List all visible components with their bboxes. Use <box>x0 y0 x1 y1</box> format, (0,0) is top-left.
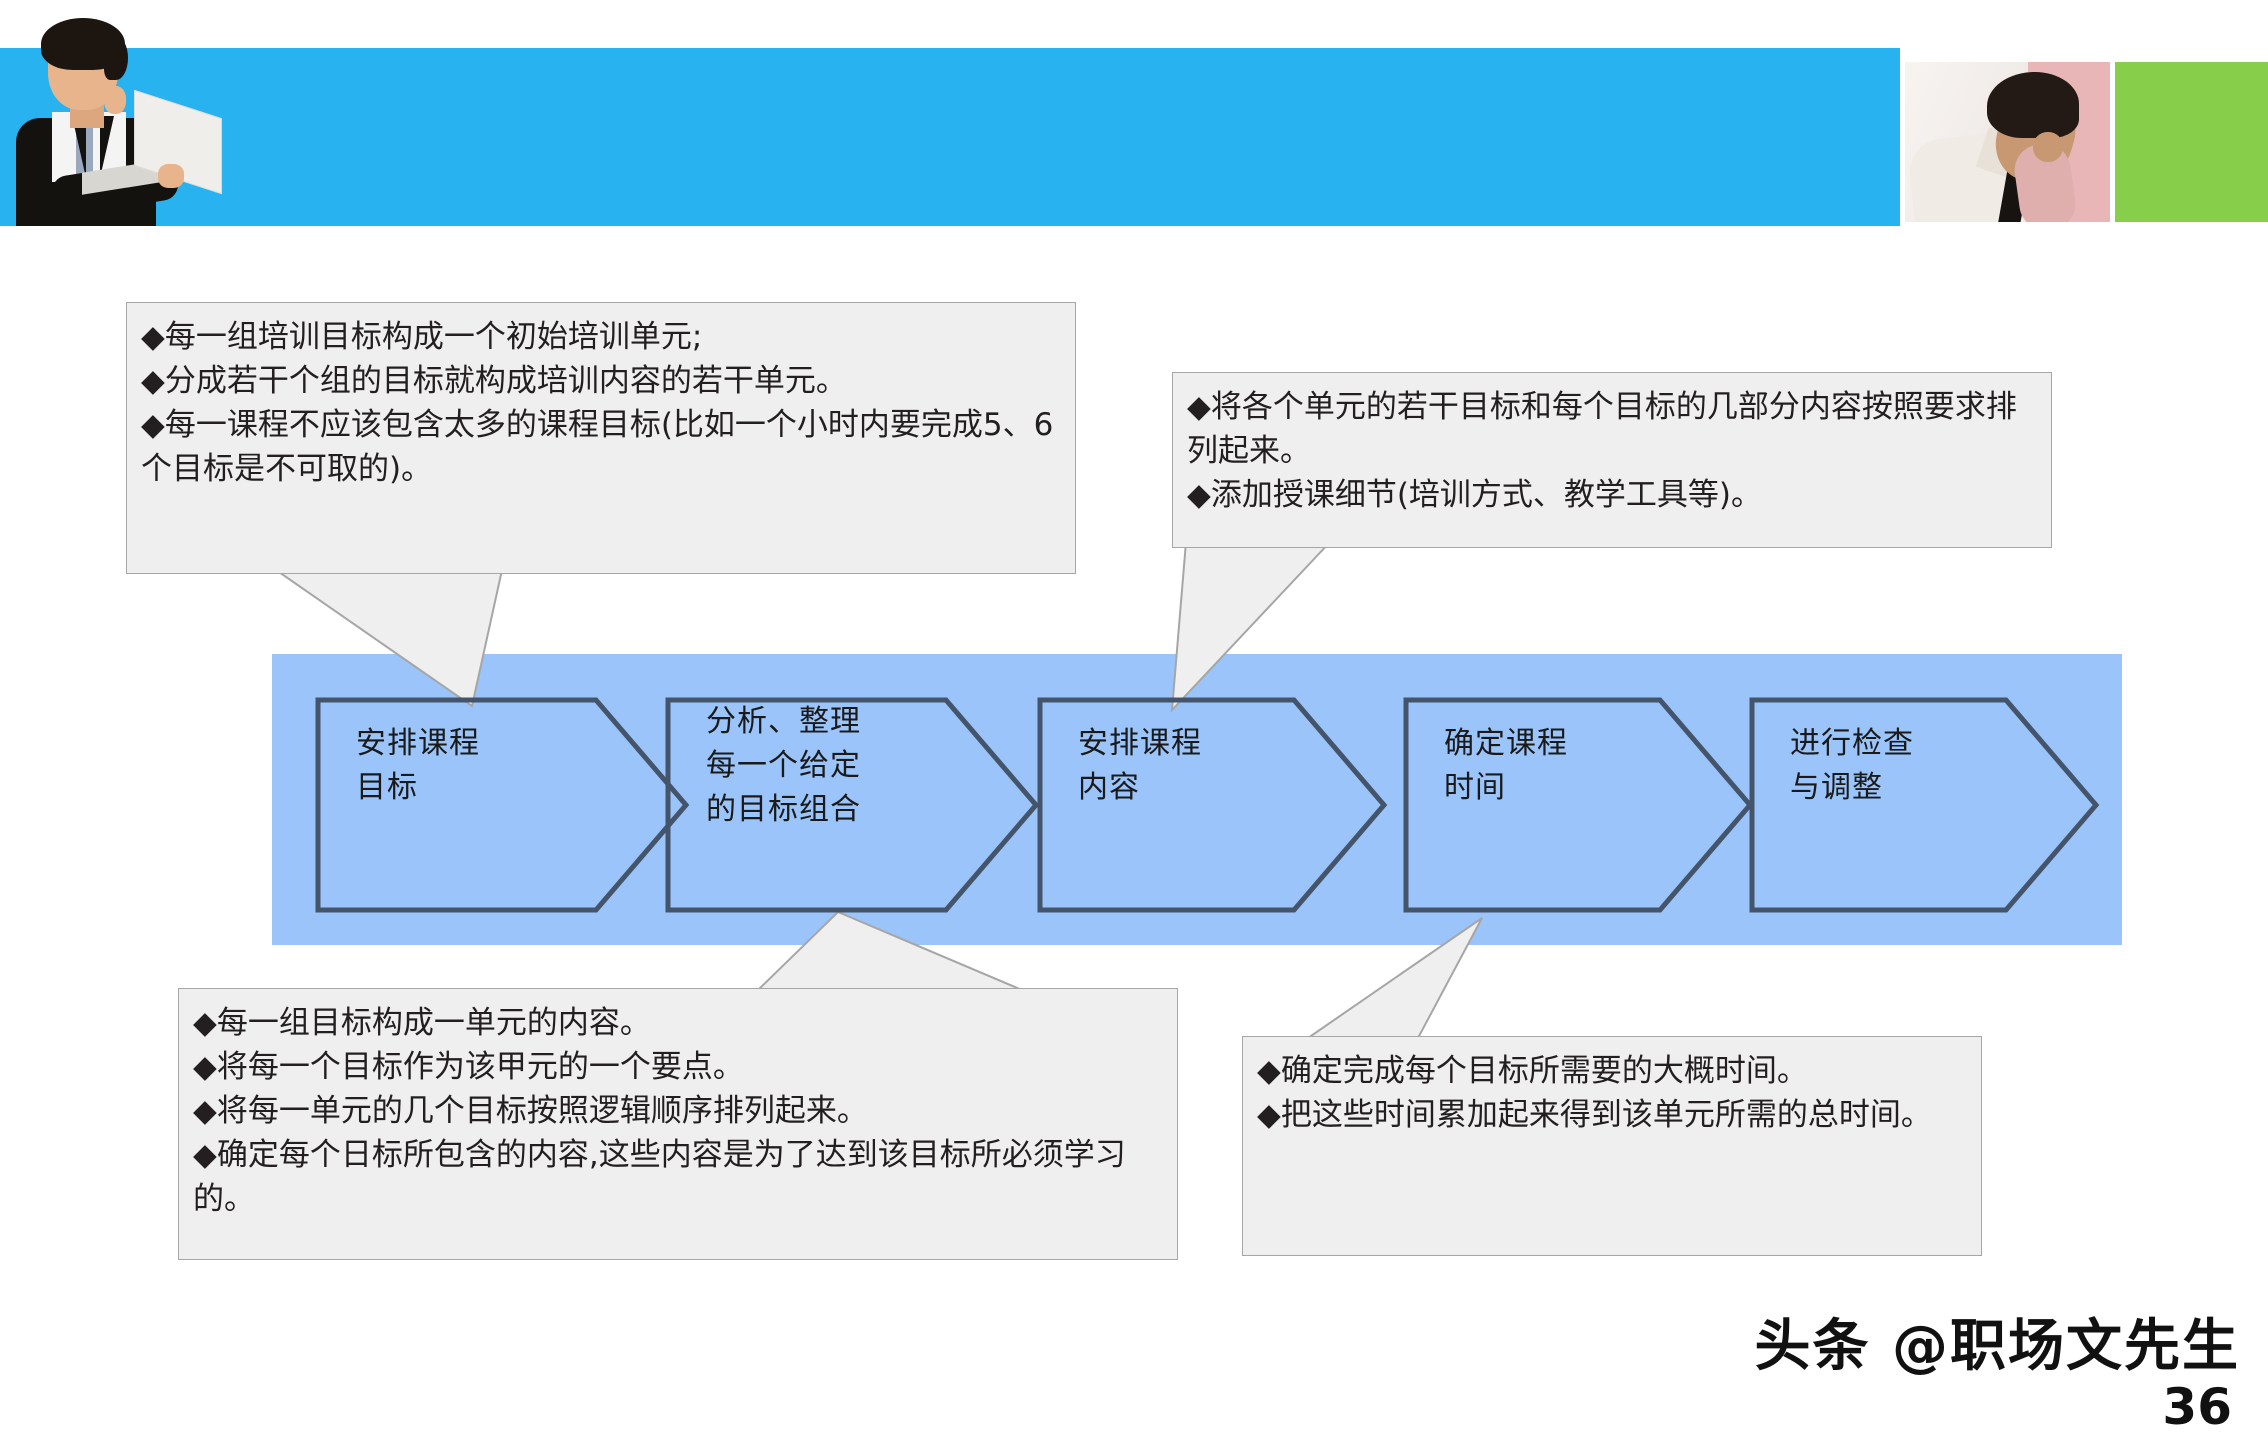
callout-top-left-text: ◆每一组培训目标构成一个初始培训单元; ◆分成若干个组的目标就构成培训内容的若干… <box>141 319 1054 487</box>
chevron-label-step-4: 确定课程 时间 <box>1444 726 1568 805</box>
callout-bottom-right-text: ◆确定完成每个目标所需要的大概时间。 ◆把这些时间累加起来得到该单元所需的总时间… <box>1257 1053 1932 1133</box>
businessman-with-laptop-photo <box>8 8 238 226</box>
callout-bottom-left-text: ◆每一组目标构成一单元的内容。 ◆将每一个目标作为该甲元的一个要点。 ◆将每一单… <box>193 1005 1126 1217</box>
callout-top-right: ◆将各个单元的若干目标和每个目标的几部分内容按照要求排列起来。 ◆添加授课细节(… <box>1172 372 2052 548</box>
chevron-label-step-1: 安排课程 目标 <box>356 726 480 805</box>
callout-bottom-left: ◆每一组目标构成一单元的内容。 ◆将每一个目标作为该甲元的一个要点。 ◆将每一单… <box>178 988 1178 1260</box>
callout-bottom-right: ◆确定完成每个目标所需要的大概时间。 ◆把这些时间累加起来得到该单元所需的总时间… <box>1242 1036 1982 1256</box>
header-blue-bar <box>0 48 1900 226</box>
page-number: 36 <box>2162 1378 2232 1436</box>
callout-top-left: ◆每一组培训目标构成一个初始培训单元; ◆分成若干个组的目标就构成培训内容的若干… <box>126 302 1076 574</box>
chevron-label-step-5: 进行检查 与调整 <box>1790 726 1914 805</box>
watermark-text: 头条 @职场文先生 <box>1754 1314 2240 1379</box>
chevron-label-step-3: 安排课程 内容 <box>1078 726 1202 805</box>
green-accent-block <box>2115 62 2268 222</box>
chevron-label-step-2: 分析、整理 每一个给定 的目标组合 <box>706 704 861 827</box>
callout-top-right-text: ◆将各个单元的若干目标和每个目标的几部分内容按照要求排列起来。 ◆添加授课细节(… <box>1187 389 2017 513</box>
businessman-thinking-photo <box>1905 62 2110 222</box>
